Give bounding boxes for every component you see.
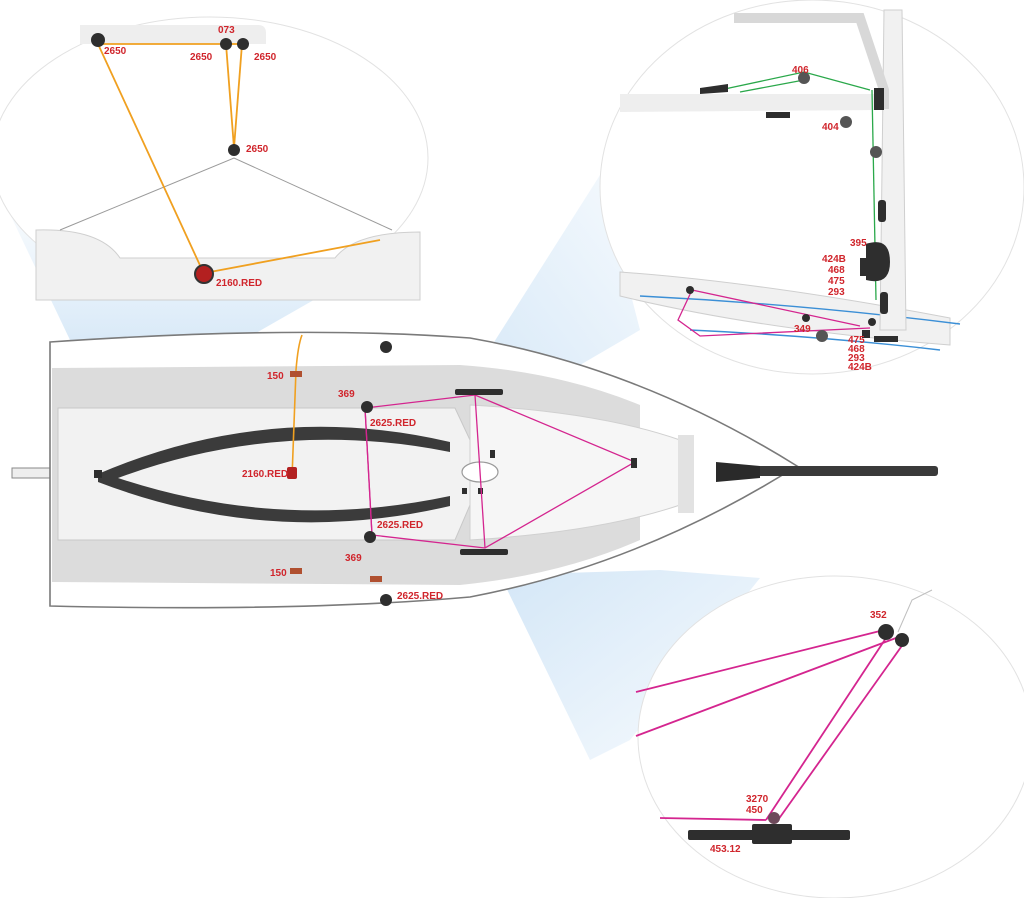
label-369-port: 369 <box>338 389 355 400</box>
label-2650-boom-mid: 2650 <box>190 52 213 63</box>
label-2160-red-zoom: 2160.RED <box>216 278 262 289</box>
fairlead-150-starboard-icon <box>290 568 302 574</box>
mast-deck-section <box>619 271 951 346</box>
mast <box>879 9 907 331</box>
ratchet-block-2160-icon <box>194 264 214 284</box>
label-2625-red-starboard: 2625.RED <box>377 520 423 531</box>
block-349-icon <box>816 330 828 342</box>
cleat-369-starboard-icon <box>364 531 376 543</box>
bow-hardware <box>688 624 909 844</box>
mast-control-lines <box>677 289 871 337</box>
bowsprit-base <box>716 462 760 482</box>
fairlead-150-port-icon <box>290 371 302 377</box>
label-404: 404 <box>822 122 839 133</box>
zoom-circle-mast <box>599 0 1024 375</box>
zoom-circle-bow-frame <box>637 575 1024 898</box>
label-475-lower: 475 <box>848 335 865 346</box>
blue-trim-line-upper <box>639 295 961 325</box>
label-352: 352 <box>870 610 887 621</box>
shackle-3270-icon <box>768 812 780 824</box>
hull-plan-view <box>11 331 938 609</box>
bowsprit <box>720 466 938 476</box>
zoom-circle-mainsheet <box>0 16 429 301</box>
label-2650-bridle: 2650 <box>246 144 269 155</box>
block-2650-boom-right-icon <box>237 38 249 50</box>
block-2625-top-icon <box>380 341 392 353</box>
mast-hardware <box>686 72 898 342</box>
label-293-upper: 293 <box>828 287 845 298</box>
label-2650-boom-right: 2650 <box>254 52 277 63</box>
bow-control-lines <box>635 629 907 821</box>
jib-track-port <box>455 389 503 395</box>
label-395: 395 <box>850 238 867 249</box>
mainsheet-ratchet-icon <box>287 467 297 479</box>
mast-partner <box>678 435 694 513</box>
jib-track-starboard <box>460 549 508 555</box>
label-468-lower: 468 <box>848 344 865 355</box>
label-2625-red-port: 2625.RED <box>370 418 416 429</box>
cleat-404-icon <box>766 112 790 118</box>
zoom-cone-mast <box>470 175 640 400</box>
mainsheet-lines <box>97 43 381 275</box>
label-3270: 3270 <box>746 794 769 805</box>
cleat-406-icon <box>700 84 728 94</box>
winch-395-icon <box>866 242 890 282</box>
label-475-upper: 475 <box>828 276 845 287</box>
label-073: 073 <box>218 25 235 36</box>
block-2650-boom-mid-icon <box>220 38 232 50</box>
mainsheet-traveller-bar <box>98 426 450 523</box>
forestay <box>897 589 933 633</box>
control-lines-deck <box>364 394 637 549</box>
label-468-upper: 468 <box>828 265 845 276</box>
zoom-cone-bow <box>500 570 760 760</box>
rudder-stock <box>11 467 51 479</box>
label-369-starboard: 369 <box>345 553 362 564</box>
block-2650-bridle-icon <box>228 144 240 156</box>
deck-hardware <box>94 341 637 606</box>
block-404-icon <box>840 116 852 128</box>
boom-gooseneck <box>620 94 882 112</box>
block-406-icon <box>798 72 810 84</box>
label-2650-boom-left: 2650 <box>104 46 127 57</box>
label-293-lower: 293 <box>848 353 865 364</box>
label-424b-upper: 424B <box>822 254 846 265</box>
block-2650-boom-left-icon <box>91 33 105 47</box>
zoom-circle-bow <box>635 575 1024 898</box>
label-406: 406 <box>792 65 809 76</box>
label-150-port: 150 <box>267 371 284 382</box>
mainsheet-tail <box>291 334 303 479</box>
label-349: 349 <box>794 324 811 335</box>
bridle-lines <box>59 157 393 231</box>
label-424b-lower: 424B <box>848 362 872 373</box>
boom <box>80 25 266 44</box>
label-450: 450 <box>746 805 763 816</box>
block-352-icon <box>878 624 894 640</box>
block-2625-bottom-icon <box>380 594 392 606</box>
label-453-12: 453.12 <box>710 844 741 855</box>
part-labels: 2650 073 2650 2650 2650 2160.RED 406 404… <box>104 25 887 855</box>
label-150-starboard: 150 <box>270 568 287 579</box>
cleat-369-port-icon <box>361 401 373 413</box>
bow-cleat-icon <box>631 458 637 468</box>
car-450-icon <box>752 824 792 844</box>
label-2160-red-deck: 2160.RED <box>242 469 288 480</box>
label-2625-red-bottom: 2625.RED <box>397 591 443 602</box>
deck-section <box>35 229 421 301</box>
